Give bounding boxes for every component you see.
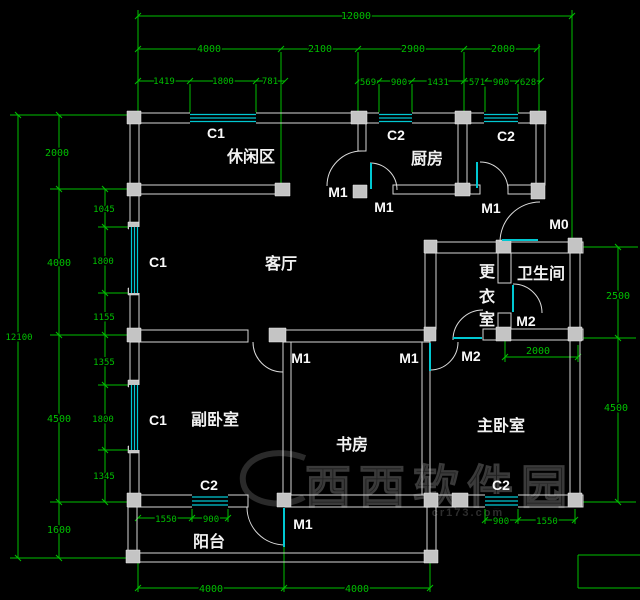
dim-top-sub: 569 <box>360 78 376 88</box>
room-label-dressing-char2: 衣 <box>479 287 495 306</box>
watermark-brand: 西西软件园 <box>305 461 575 513</box>
room-label-study: 书房 <box>336 435 368 454</box>
dim-left: 1600 <box>47 525 71 536</box>
watermark-logo <box>239 450 307 507</box>
dim-left: 4500 <box>47 414 71 425</box>
dim-bottom: 4000 <box>199 584 223 595</box>
door-tag-m2: M2 <box>461 348 481 364</box>
door-tag-m1: M1 <box>293 516 313 532</box>
dim-left: 2000 <box>45 148 69 159</box>
dimension-lines <box>17 15 619 589</box>
room-label-dressing-char3: 室 <box>479 310 495 329</box>
door-tag-m0: M0 <box>549 216 569 232</box>
dim-top: 2100 <box>308 44 332 55</box>
dim-left: 4000 <box>47 258 71 269</box>
door-tag-m1: M1 <box>291 350 311 366</box>
door-arcs <box>246 150 543 546</box>
window-tag-c2: C2 <box>497 128 515 144</box>
dim-left-sub: 1800 <box>92 257 114 267</box>
dim-top-sub: 571 <box>469 78 485 88</box>
watermark: 西西软件园 cr173.com <box>239 450 575 519</box>
windows <box>130 113 518 506</box>
door-tag-m2: M2 <box>516 313 536 329</box>
window-tag-c1: C1 <box>207 125 225 141</box>
door-tag-m1: M1 <box>399 350 419 366</box>
room-label-living: 客厅 <box>265 254 297 273</box>
dim-top: 2900 <box>401 44 425 55</box>
door-tag-m1: M1 <box>481 200 501 216</box>
dim-top-sub: 628 <box>520 78 536 88</box>
window-tag-c2: C2 <box>200 477 218 493</box>
door-tag-m1: M1 <box>374 199 394 215</box>
window-tag-c2: C2 <box>387 127 405 143</box>
room-label-leisure: 休闲区 <box>226 147 275 166</box>
window-masks <box>129 112 518 508</box>
dim-left-sub: 1045 <box>93 205 115 215</box>
dim-top-sub: 1419 <box>153 77 175 87</box>
dim-right: 4500 <box>604 403 628 414</box>
dim-overall-width: 12000 <box>341 11 371 22</box>
dimension-labels: 12000 4000 2100 2900 2000 1419 1800 781 … <box>4 10 632 597</box>
dim-top-sub: 900 <box>391 78 407 88</box>
window-tag-c1: C1 <box>149 254 167 270</box>
dim-bathroom-width: 2000 <box>526 346 550 357</box>
door-leaves <box>283 162 538 547</box>
dim-top-sub: 1431 <box>427 78 449 88</box>
window-tag-c1: C1 <box>149 412 167 428</box>
dim-left-sub: 1345 <box>93 472 115 482</box>
dim-bottom-inner: 900 <box>493 517 509 527</box>
dim-left-sub: 1355 <box>93 358 115 368</box>
door-tag-m1: M1 <box>328 184 348 200</box>
dim-bottom-inner: 900 <box>203 515 219 525</box>
dim-left-sub: 1800 <box>92 415 114 425</box>
dim-bottom-inner: 1550 <box>536 517 558 527</box>
dim-overall-height: 12100 <box>5 333 32 343</box>
dim-bottom: 4000 <box>345 584 369 595</box>
room-label-master-bedroom: 主卧室 <box>477 416 525 435</box>
dimension-ticks <box>14 12 622 592</box>
opening-labels: C1 C2 C2 C1 C1 C2 C2 M1 M1 M1 M0 M2 M2 M… <box>149 125 569 532</box>
room-label-kitchen: 厨房 <box>411 149 443 168</box>
dim-top: 4000 <box>197 44 221 55</box>
room-label-dressing-char1: 更 <box>479 263 496 281</box>
room-label-bathroom: 卫生间 <box>517 264 565 283</box>
dim-right: 2500 <box>606 291 630 302</box>
dim-top-sub: 900 <box>493 78 509 88</box>
dim-top: 2000 <box>491 44 515 55</box>
dim-bottom-inner: 1550 <box>155 515 177 525</box>
dim-top-sub: 1800 <box>212 77 234 87</box>
dim-top-sub: 781 <box>262 77 278 87</box>
room-label-balcony: 阳台 <box>193 532 225 551</box>
dim-left-sub: 1155 <box>93 313 115 323</box>
room-label-secondary-bedroom: 副卧室 <box>191 410 239 429</box>
window-tag-c2: C2 <box>492 477 510 493</box>
extension-lines <box>10 10 640 592</box>
room-labels: 休闲区 厨房 客厅 卫生间 更 衣 室 副卧室 书房 主卧室 阳台 <box>191 147 565 551</box>
